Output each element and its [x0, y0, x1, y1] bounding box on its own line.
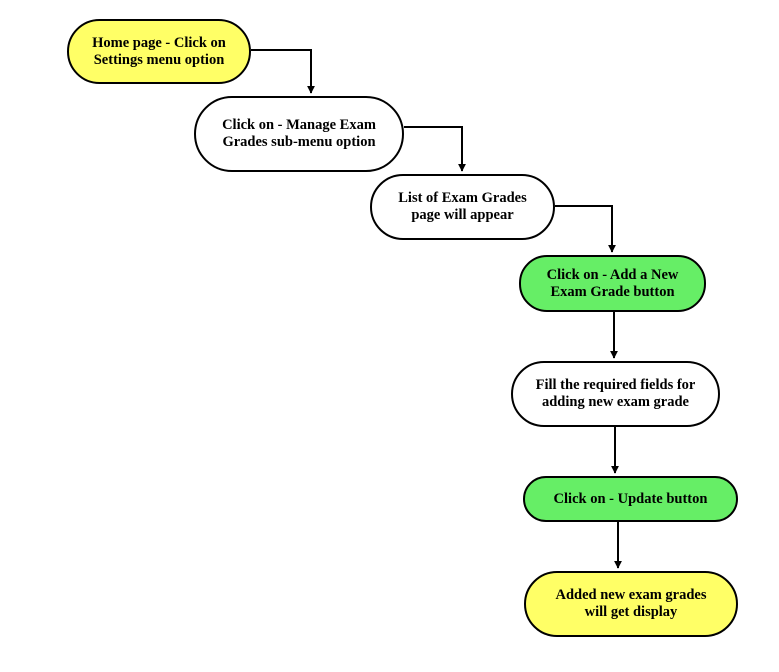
step-list-exam-grades: List of Exam Grades page will appear [370, 174, 555, 240]
step-label: Fill the required fields for adding new … [535, 377, 696, 410]
step-fill-required-fields: Fill the required fields for adding new … [511, 361, 720, 427]
step-label: Click on - Update button [553, 490, 708, 507]
step-exam-grades-displayed: Added new exam grades will get display [524, 571, 738, 637]
step-label: List of Exam Grades page will appear [398, 190, 527, 223]
step-label: Click on - Manage Exam Grades sub-menu o… [222, 117, 376, 150]
connector-list-to-add [555, 205, 616, 253]
step-manage-exam-grades: Click on - Manage Exam Grades sub-menu o… [194, 96, 404, 172]
step-home-page-settings: Home page - Click on Settings menu optio… [67, 19, 251, 84]
step-label: Added new exam grades will get display [555, 587, 707, 620]
step-click-update-button: Click on - Update button [523, 476, 738, 522]
connector-manage-to-list [404, 126, 466, 172]
connector-home-to-manage [251, 49, 315, 94]
step-label: Click on - Add a New Exam Grade button [546, 266, 679, 300]
step-label: Home page - Click on Settings menu optio… [92, 34, 226, 68]
step-add-new-exam-grade: Click on - Add a New Exam Grade button [519, 255, 706, 312]
